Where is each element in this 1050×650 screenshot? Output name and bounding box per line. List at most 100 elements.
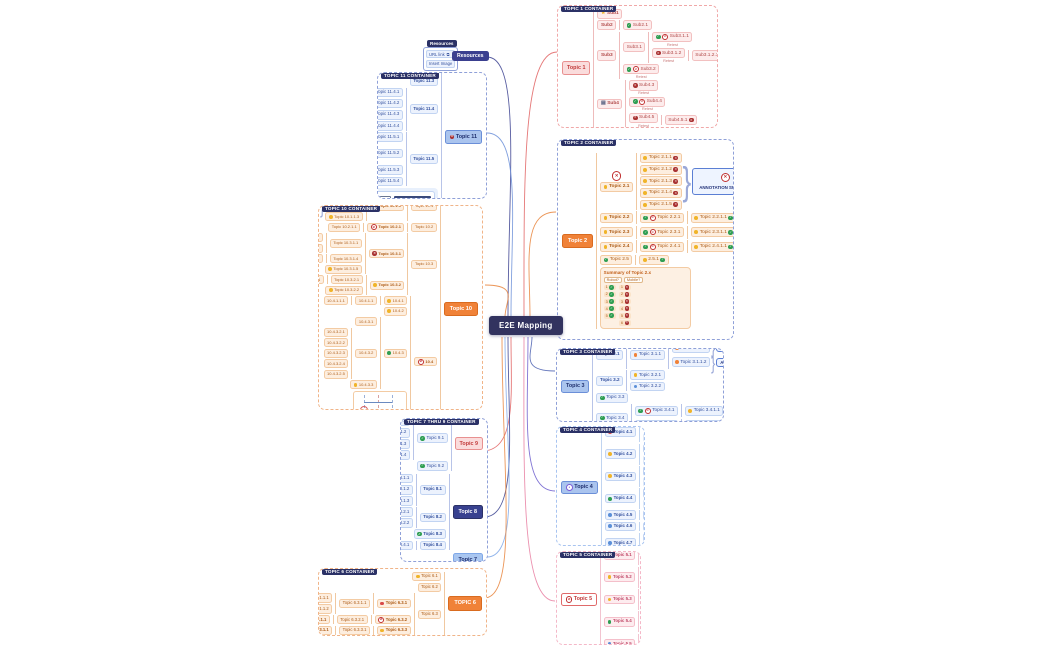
mindmap-node[interactable]: Topic 2 [562,233,594,249]
flowchart-image[interactable] [353,390,408,409]
mindmap-node[interactable]: ✓Topic 8.4.1 [401,540,413,551]
mindmap-node[interactable]: ✓⊘Topic 3.4.2 [634,420,678,421]
mindmap-node[interactable]: Topic 2.3.1.1✓ [690,227,733,238]
panel-cell[interactable]: 5✕ [618,312,632,319]
mindmap-node[interactable]: ✓Topic 2.5 [600,254,633,266]
mindmap-node[interactable]: Topic 6.3.1.1.1 [319,593,333,603]
mindmap-node[interactable]: Topic 5.3 [604,594,636,605]
mindmap-node[interactable]: 10.4.3.3 [350,380,377,390]
mindmap-node[interactable]: Topic 10.3.2.2 [325,285,363,295]
panel-cell[interactable]: 1✕ [618,284,632,291]
mindmap-node[interactable]: Topic 4.6 [604,521,636,532]
mindmap-node[interactable]: Topic 11.4.4 [378,121,403,131]
mindmap-node[interactable]: ✓Topic 4.2.1 [642,443,644,454]
mindmap-node[interactable]: Topic 11.4.2 [378,98,403,109]
panel-cell[interactable]: 5✓ [603,312,616,319]
mindmap-node[interactable]: 10.4.3.2.1 [323,327,349,337]
mindmap-node[interactable]: Topic 6.3.1 [376,598,411,609]
mindmap-node[interactable]: Topic 4.7 [604,538,636,545]
mindmap-node[interactable]: Topic 4.7.2 [642,543,644,545]
mindmap-node[interactable]: Topic 3.1.1.1 [671,349,710,353]
container-title-topic-7-thru-9[interactable]: TOPIC 7 THRU 9 CONTAINER [404,419,479,425]
mindmap-node[interactable]: ✓Topic 3.4 [596,413,628,421]
mindmap-node[interactable]: ●Topic 4 [561,480,598,495]
mindmap-node[interactable]: ⊘Topic 5 [561,592,598,607]
insert-image-item[interactable]: Insert Image [426,59,456,68]
mindmap-node[interactable]: ✓Topic 9.1.3 [401,439,410,449]
mindmap-node[interactable]: Topic 6.2 [417,582,442,592]
panel-tab-chip[interactable]: Robot? [603,276,622,283]
mindmap-node[interactable]: Topic 5.2 [604,572,636,583]
mindmap-node[interactable]: Topic 10.3.1.1.1 [319,233,323,243]
container-title-topic-1[interactable]: TOPIC 1 CONTAINER [561,6,617,12]
mindmap-node[interactable]: Topic 4.3.2 [642,477,644,487]
mindmap-node[interactable]: Sub3 [597,50,617,61]
mindmap-node[interactable]: Topic 2.1.4✕ [639,187,682,199]
mindmap-node[interactable]: Topic 2.1.5✕ [639,199,682,210]
mindmap-node[interactable]: Topic 5.4 [604,616,636,627]
mindmap-node[interactable]: ✓⊘Topic 2.4.1 [639,241,684,252]
mindmap-node[interactable]: Topic 2.4.1.1✓ [690,241,733,252]
mindmap-node[interactable]: Topic 10.3.2.1.1 [319,275,324,285]
mindmap-node[interactable]: ✓Topic 8.2.2 [401,518,413,528]
mindmap-node[interactable]: Topic 9.1.4 [401,450,410,460]
mindmap-node[interactable]: ✕Topic 11 [444,130,482,144]
panel-cell[interactable]: 2✓ [603,291,616,298]
mindmap-node[interactable]: Topic 10.3.2 [369,280,405,290]
mindmap-node[interactable]: ⊘Topic 10.2.1 [367,222,405,232]
annotation-summary-box[interactable]: ANNOTATION SUMMARY [716,349,723,353]
mindmap-node[interactable]: ✓Topic 4.3.1 [642,466,644,476]
mindmap-node[interactable]: ✓Topic 8.1.1 [401,473,413,484]
resources-badge[interactable]: Resources [427,40,457,47]
annotation-summary-box[interactable]: annotation [319,206,320,211]
mindmap-node[interactable]: ✕Sub3.1.2 [652,48,685,59]
mindmap-node[interactable]: Topic 10.2.1.1 [328,222,361,232]
container-title-topic-2[interactable]: TOPIC 2 CONTAINER [561,140,617,146]
mindmap-node[interactable]: Topic 3.1.1.2 [671,357,710,368]
mindmap-node[interactable]: 10.4.1 [383,296,408,306]
mindmap-node[interactable]: ✕Topic 9.1.2 [401,427,410,438]
mindmap-node[interactable]: ✓⊘Topic 3.4.1 [634,405,678,416]
mindmap-node[interactable]: Topic 2.1.3✕ [639,176,682,187]
mindmap-node[interactable]: Topic 2.3 [600,227,633,238]
mindmap-node[interactable]: Topic 11.5.3 [378,165,403,176]
mindmap-node[interactable]: Topic 10 [443,301,478,317]
mindmap-node[interactable]: Sub3.1 [623,42,646,53]
mindmap-node[interactable]: Topic 10.1 [411,206,437,211]
panel-cell[interactable]: 3✓ [603,298,616,305]
resources-node[interactable]: Resources [452,51,489,61]
mindmap-node[interactable]: Topic 10.2 [411,222,437,232]
mindmap-node[interactable]: ✓Topic 3.3 [596,392,628,403]
mindmap-node[interactable]: Topic 6.3 [417,609,442,619]
mindmap-node[interactable]: Topic 10.3.2.1 [330,275,363,285]
mindmap-node[interactable]: ✓Topic 8.3 [413,529,446,539]
mindmap-node[interactable]: 10.4.3.2.4 [323,359,349,369]
mindmap-node[interactable]: ✓⊘Topic 2.2.1 [639,212,684,223]
mindmap-node[interactable]: Topic 10.3.1.4 [329,254,362,264]
panel-tab-chip[interactable]: Mobile? [623,276,644,283]
mindmap-node[interactable]: Topic 4.4.2 [642,499,644,509]
panel-cell[interactable]: 4✓ [603,305,616,312]
mindmap-node[interactable]: Topic 10.3.1.4.1 [319,254,323,264]
container-title-topic-4[interactable]: TOPIC 4 CONTAINER [560,427,616,433]
url-link-item[interactable]: URL link ⧉ [426,50,456,58]
mindmap-node[interactable]: Topic 2.1.2✕ [639,164,682,175]
mindmap-node[interactable]: Topic 8.1 [419,484,446,495]
mindmap-node[interactable]: Topic 10.3.1.5 [324,264,362,274]
mindmap-node[interactable]: Topic 2.2 [600,212,633,223]
mindmap-node[interactable]: Topic 8.4 [419,540,446,551]
mindmap-node[interactable]: ✓⊘Topic 2.3.1 [639,227,684,238]
mindmap-node[interactable]: Topic 6.3.2.1 [336,615,368,625]
panel-cell[interactable]: 4✕ [618,305,632,312]
mindmap-node[interactable]: 10.4.1.1.1 [323,296,349,306]
central-topic-node[interactable]: E2E Mapping [489,316,563,335]
mindmap-node[interactable]: Topic 2.4 [600,241,633,252]
mindmap-node[interactable]: ✕Sub4.5 [629,112,658,123]
mindmap-node[interactable]: Topic 11.4.1 [378,87,403,98]
mindmap-node[interactable]: ✓Topic 4.6.1 [642,521,644,532]
mindmap-node[interactable]: ✓⊘Sub4.4 [629,96,666,107]
annotation-summary-box[interactable]: ANNOTATION SUMMARY [716,357,723,367]
inserted-image-node[interactable]: UserattemptaccessKeyWeb Server (token)To… [378,187,438,198]
mindmap-node[interactable]: 10.4.3.2.5 [323,369,349,379]
